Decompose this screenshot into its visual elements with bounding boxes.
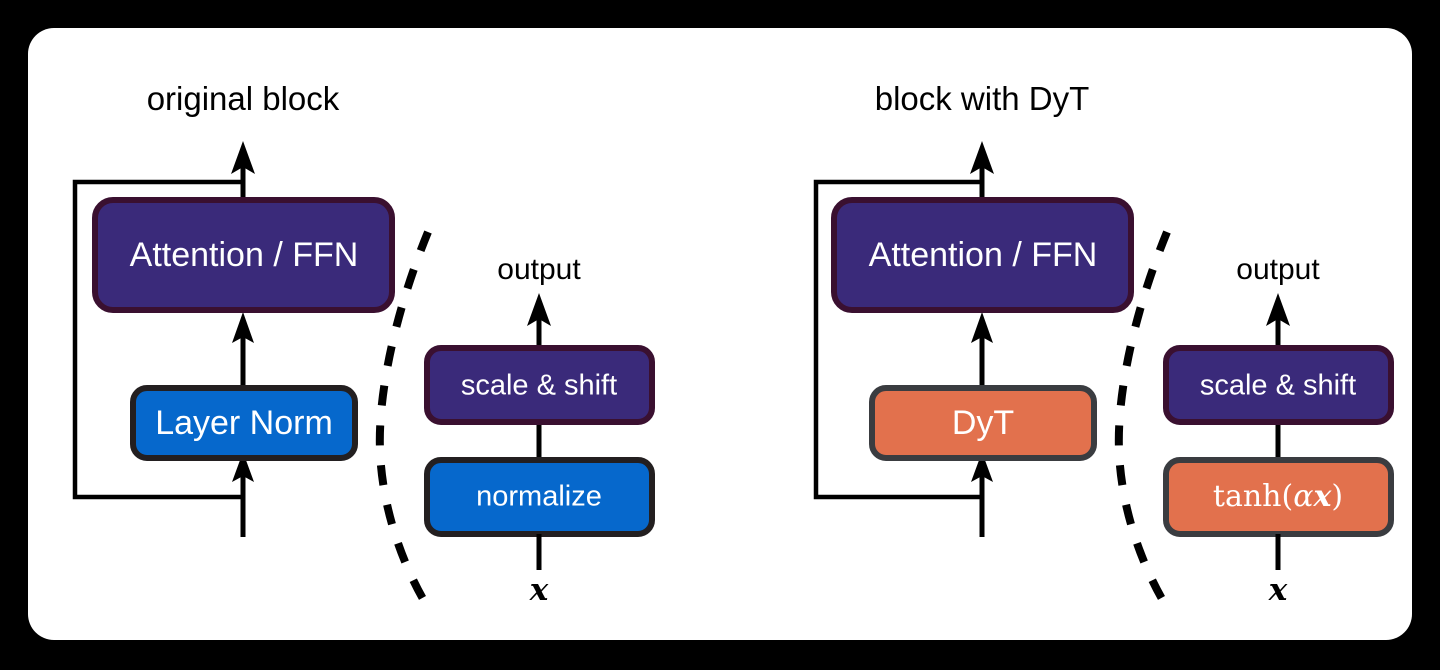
box-attention-ffn-original-shape (92, 197, 395, 313)
box-scale-shift-dyt[interactable]: scale & shift (1163, 345, 1394, 425)
tanh-close-part: ) (1331, 479, 1343, 514)
panel-block-with-dyt: block with DyT DyT Attention / FFN outpu… (813, 80, 1394, 617)
box-dyt-shape (869, 385, 1097, 461)
panel-title-block-with-dyt: block with DyT (875, 80, 1090, 117)
box-normalize[interactable]: normalize (424, 457, 655, 537)
wire-arrowhead-attention-original (232, 312, 254, 343)
output-label-dyt: output (1236, 253, 1320, 286)
box-tanh-alpha-x[interactable]: tanh(αx) (1163, 457, 1394, 537)
box-scale-shift-original-shape (424, 345, 655, 425)
tanh-x-part: x (1312, 479, 1332, 514)
panel-title-original-block: original block (147, 80, 340, 117)
detail-input-label-original: x (529, 572, 549, 608)
detail-output-arrowhead-dyt (1266, 293, 1290, 326)
box-normalize-label: normalize (476, 481, 602, 513)
output-arrowhead-dyt (970, 141, 994, 174)
box-scale-shift-dyt-label: scale & shift (1200, 370, 1356, 402)
tanh-alpha-part: α (1293, 479, 1313, 514)
box-layer-norm[interactable]: Layer Norm (130, 385, 358, 461)
box-scale-shift-original[interactable]: scale & shift (424, 345, 655, 425)
box-attention-ffn-original[interactable]: Attention / FFN (92, 197, 395, 313)
input-arrowhead-original (232, 452, 254, 482)
detail-output-arrowhead-original (527, 293, 551, 326)
wire-arrowhead-attention-dyt (971, 312, 993, 343)
box-attention-ffn-dyt-shape (831, 197, 1134, 313)
panel-original-block: original block Layer Norm Attention / FF… (72, 80, 655, 617)
tanh-fn-part: tanh( (1213, 479, 1293, 514)
box-scale-shift-original-label: scale & shift (461, 370, 617, 402)
residual-connection-dyt (813, 179, 982, 500)
input-arrowhead-dyt (971, 452, 993, 482)
box-layer-norm-shape (130, 385, 358, 461)
box-tanh-alpha-x-label: tanh(αx) (1213, 479, 1343, 514)
figure-card (28, 28, 1412, 640)
box-attention-ffn-original-label: Attention / FFN (130, 236, 359, 274)
output-label-original: output (497, 253, 581, 286)
box-attention-ffn-dyt[interactable]: Attention / FFN (831, 197, 1134, 313)
box-attention-ffn-dyt-label: Attention / FFN (869, 236, 1098, 274)
box-layer-norm-label: Layer Norm (155, 404, 333, 442)
output-arrowhead-original (231, 141, 255, 174)
detail-input-label-dyt: x (1268, 572, 1288, 608)
box-dyt-label: DyT (952, 404, 1014, 442)
box-dyt[interactable]: DyT (869, 385, 1097, 461)
box-scale-shift-dyt-shape (1163, 345, 1394, 425)
residual-connection-original (72, 179, 243, 500)
